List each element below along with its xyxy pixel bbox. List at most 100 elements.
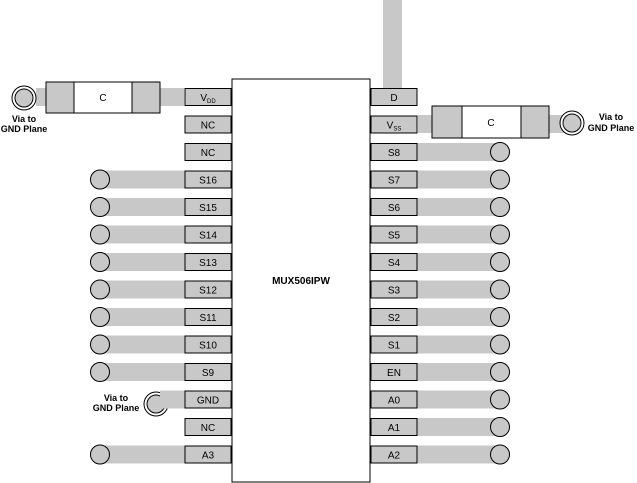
left-pin-label-13: A3 xyxy=(202,451,215,462)
left-via-3 xyxy=(90,169,110,190)
right-pin-label-1-main: V xyxy=(387,121,394,132)
left-pin-pad-12 xyxy=(184,418,232,436)
left-pin-label-3: S16 xyxy=(199,176,217,187)
vss-cap-label: C xyxy=(487,118,494,129)
left-trace-9 xyxy=(100,335,185,354)
right-pin-pad-10 xyxy=(370,363,418,381)
left-pin-label-0: VDD xyxy=(200,93,216,105)
d-trace xyxy=(383,0,402,88)
right-pin-pad-11 xyxy=(370,390,418,409)
left-pin-label-4: S15 xyxy=(199,203,217,214)
left-via-4 xyxy=(90,197,110,217)
right-pin-label-9-main: S1 xyxy=(388,341,401,352)
left-pin-pad-7 xyxy=(184,280,232,299)
right-pin-label-13-main: A2 xyxy=(388,451,401,462)
chip-body xyxy=(231,78,371,483)
vdd-via-label-2: GND Plane xyxy=(1,124,48,134)
right-pin-label-12-main: A1 xyxy=(388,423,401,434)
left-pin-label-1: NC xyxy=(201,121,215,132)
right-pin-label-3: S7 xyxy=(388,176,401,187)
right-trace-9 xyxy=(417,335,500,354)
gnd-via-label-2: GND Plane xyxy=(93,403,140,413)
left-pin-label-0-sub: DD xyxy=(207,99,216,105)
right-via-3 xyxy=(490,169,510,190)
left-pin-label-2-main: NC xyxy=(201,148,215,159)
right-pin-pad-3 xyxy=(370,170,418,189)
right-pin-label-12: A1 xyxy=(388,423,401,434)
left-pin-label-8-main: S11 xyxy=(199,313,216,324)
vss-via-label-2: GND Plane xyxy=(588,123,635,133)
right-pin-label-2: S8 xyxy=(388,148,401,159)
right-via-13 xyxy=(490,444,510,465)
right-pin-label-11: A0 xyxy=(388,396,401,407)
vdd-via xyxy=(11,85,37,111)
right-pin-label-11-main: A0 xyxy=(388,396,401,407)
left-trace-7 xyxy=(100,280,185,299)
left-pin-label-10: S9 xyxy=(202,368,215,379)
right-pin-label-4: S6 xyxy=(388,203,401,214)
left-trace-6 xyxy=(100,253,185,271)
left-pin-pad-0 xyxy=(184,88,232,106)
right-trace-5 xyxy=(417,225,500,244)
left-pin-label-0-main: V xyxy=(200,93,207,104)
right-trace-12 xyxy=(417,418,500,436)
right-pin-label-8: S2 xyxy=(388,313,401,324)
left-via-6 xyxy=(90,252,110,272)
right-pin-label-1: VSS xyxy=(387,121,402,133)
left-pin-label-11-main: GND xyxy=(197,396,219,407)
vss-cap-pad-left xyxy=(431,105,463,139)
right-via-8 xyxy=(490,307,510,327)
left-pin-label-11: GND xyxy=(197,396,219,407)
left-pin-pad-8 xyxy=(184,308,232,326)
right-pin-pad-5 xyxy=(370,225,418,244)
left-pin-pad-2 xyxy=(184,143,232,161)
left-pin-label-10-main: S9 xyxy=(202,368,215,379)
gnd-via-label-1: Via to xyxy=(104,393,129,403)
left-traces xyxy=(90,169,185,465)
right-via-4 xyxy=(490,197,510,217)
vss-via-label-1: Via to xyxy=(599,112,624,122)
right-via-9 xyxy=(490,334,510,355)
right-pin-label-6-main: S4 xyxy=(388,258,401,269)
right-trace-8 xyxy=(417,308,500,326)
left-pin-label-8: S11 xyxy=(199,313,216,324)
right-pin-label-0-main: D xyxy=(390,93,397,104)
left-pin-label-5-main: S14 xyxy=(199,231,217,242)
right-pin-label-1-sub: SS xyxy=(393,127,401,133)
right-pin-label-6: S4 xyxy=(388,258,401,269)
right-via-5 xyxy=(490,224,510,245)
right-trace-13 xyxy=(417,445,500,464)
right-pin-label-2-main: S8 xyxy=(388,148,401,159)
vdd-via-label-1: Via to xyxy=(12,114,37,124)
vss-via xyxy=(559,110,585,136)
left-pin-label-6: S13 xyxy=(199,258,217,269)
left-via-5 xyxy=(90,224,110,245)
right-trace-7 xyxy=(417,280,500,299)
right-pin-label-7: S3 xyxy=(388,286,401,297)
left-pin-label-9: S10 xyxy=(199,341,217,352)
left-pin-pad-6 xyxy=(184,253,232,271)
right-pin-label-13: A2 xyxy=(388,451,401,462)
left-pin-pad-10 xyxy=(184,363,232,381)
left-pin-label-6-main: S13 xyxy=(199,258,217,269)
left-trace-4 xyxy=(100,198,185,216)
left-pin-pad-4 xyxy=(184,198,232,216)
right-pin-label-10-main: EN xyxy=(387,368,401,379)
right-pin-label-5: S5 xyxy=(388,231,401,242)
right-trace-10 xyxy=(417,363,500,381)
right-pin-pad-0 xyxy=(370,88,418,106)
vss-cap-body xyxy=(461,105,522,139)
left-pin-pad-5 xyxy=(184,225,232,244)
right-via-10 xyxy=(490,362,510,382)
right-pin-label-4-main: S6 xyxy=(388,203,401,214)
left-trace-5 xyxy=(100,225,185,244)
right-pin-pad-1 xyxy=(370,115,418,134)
right-pin-pad-4 xyxy=(370,198,418,216)
vss-cap-pad-right xyxy=(520,105,550,139)
right-pin-label-10: EN xyxy=(387,368,401,379)
right-trace-11 xyxy=(417,390,500,409)
left-pin-pad-11 xyxy=(184,390,232,409)
left-pin-label-12: NC xyxy=(201,423,215,434)
left-pin-pad-9 xyxy=(184,335,232,354)
